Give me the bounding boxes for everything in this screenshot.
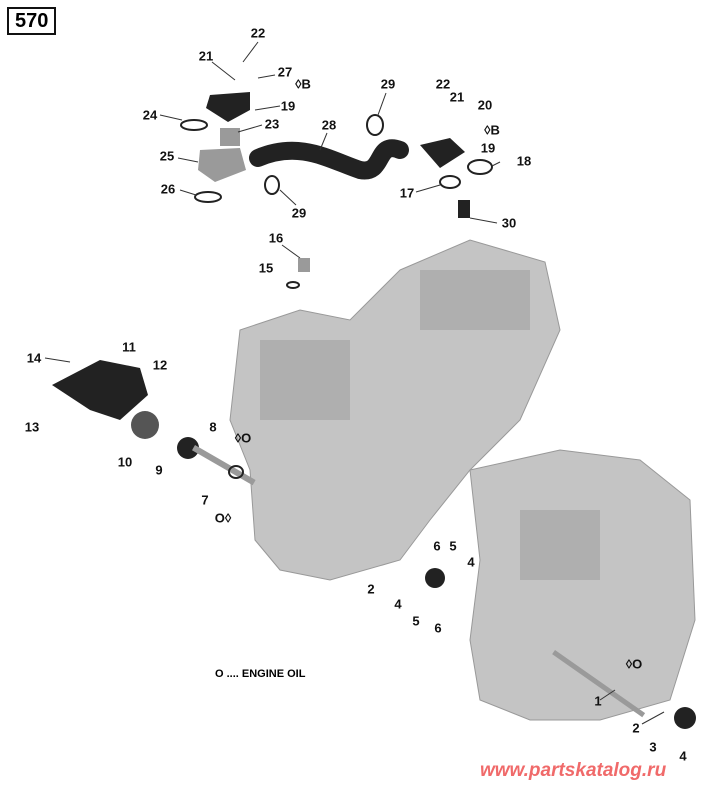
callout-label: 15 [258,260,274,276]
callout-label: 24 [142,107,158,123]
callout-label: 21 [198,48,214,64]
callout-label: B [490,122,500,138]
callout-label: 13 [24,419,40,435]
callout-label: 11 [122,339,136,355]
callout-label: 8 [209,419,217,435]
callout-label: B [301,76,311,92]
callout-label: 22 [250,25,266,41]
callout-label: 12 [152,357,168,373]
callout-label: O [214,510,225,526]
engine-detail [260,270,600,580]
callout-label: 18 [516,153,532,169]
dark-parts [52,92,696,729]
watermark: www.partskatalog.ru [480,760,667,781]
callout-label: 5 [412,613,420,629]
callout-oil-o: O◊ [214,510,232,526]
callout-label: 14 [26,350,42,366]
callout-label: 4 [394,596,402,612]
callout-label: 22 [435,76,451,92]
callout-label: 6 [434,620,442,636]
coolant-hose-28 [249,139,409,180]
lubricant-legend: O .... ENGINE OIL [215,668,306,680]
callout-label: 19 [480,140,496,156]
callout-label: O [632,656,643,672]
callout-label: 27 [277,64,293,80]
callout-label: 3 [649,739,657,755]
callout-label: 19 [280,98,296,114]
callout-label: 2 [632,720,640,736]
callout-label: 6 [433,538,441,554]
callout-label: 26 [160,181,176,197]
leader-lines [44,41,665,725]
seals-and-clamps [180,114,493,479]
callout-label: 2 [367,581,375,597]
callout-label: 10 [117,454,133,470]
callout-label: 16 [268,230,284,246]
callout-label: 28 [321,117,337,133]
callout-label: 5 [449,538,457,554]
grey-parts [192,128,646,718]
callout-label: 9 [155,462,163,478]
callout-lubricant-b: ◊B [295,76,311,92]
callout-label: 7 [201,492,209,508]
callout-label: 30 [501,215,517,231]
callout-label: 4 [679,748,687,764]
callout-oil-o: ◊O [234,430,252,446]
callout-label: 23 [264,116,280,132]
callout-oil-o: ◊O [625,656,643,672]
callout-label: 4 [467,554,475,570]
callout-label: 29 [380,76,396,92]
page-number-box: 570 [7,7,57,35]
callout-label: 17 [399,185,415,201]
callout-label: 29 [291,205,307,221]
callout-lubricant-b: ◊B [484,122,500,138]
callout-label: 20 [477,97,493,113]
callout-label: 25 [159,148,175,164]
callout-label: 21 [449,89,465,105]
callout-label: 1 [594,693,602,709]
callout-label: O [241,430,252,446]
